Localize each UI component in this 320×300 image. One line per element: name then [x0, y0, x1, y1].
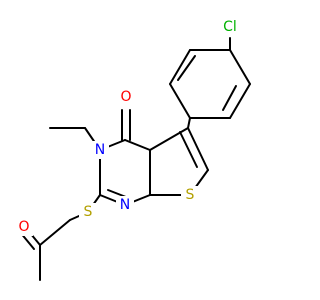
bond — [107, 189, 127, 198]
bond — [222, 85, 237, 111]
ring-nitrogen-label: N — [95, 142, 105, 158]
bond — [187, 127, 209, 171]
molecule-diagram: Cl O N N S S O — [15, 18, 251, 281]
bond — [169, 83, 191, 119]
bond — [39, 219, 71, 246]
chlorine-label: Cl — [223, 19, 237, 35]
ketone-oxygen-label: O — [18, 219, 29, 235]
carbonyl-oxygen-atom: O — [117, 88, 135, 106]
imine-nitrogen-atom: N — [116, 196, 134, 214]
imine-nitrogen-label: N — [120, 197, 130, 213]
bond — [229, 83, 251, 119]
bond — [124, 139, 151, 151]
bond — [149, 127, 189, 151]
bond-layer — [19, 37, 251, 281]
bond — [229, 49, 251, 85]
carbonyl-oxygen-label: O — [120, 89, 131, 105]
chlorine-atom: Cl — [217, 18, 243, 36]
bond — [179, 131, 198, 168]
thiophene-sulfur-atom: S — [181, 186, 199, 204]
ring-nitrogen-atom: N — [91, 141, 109, 159]
bond — [177, 55, 196, 81]
bond — [187, 117, 191, 129]
ketone-oxygen-atom: O — [15, 218, 33, 236]
thioether-sulfur-label: S — [84, 204, 93, 220]
bond — [169, 49, 191, 85]
thioether-sulfur-atom: S — [79, 203, 97, 221]
thiophene-sulfur-label: S — [186, 187, 195, 203]
atom-layer: Cl O N N S S O — [15, 18, 243, 236]
